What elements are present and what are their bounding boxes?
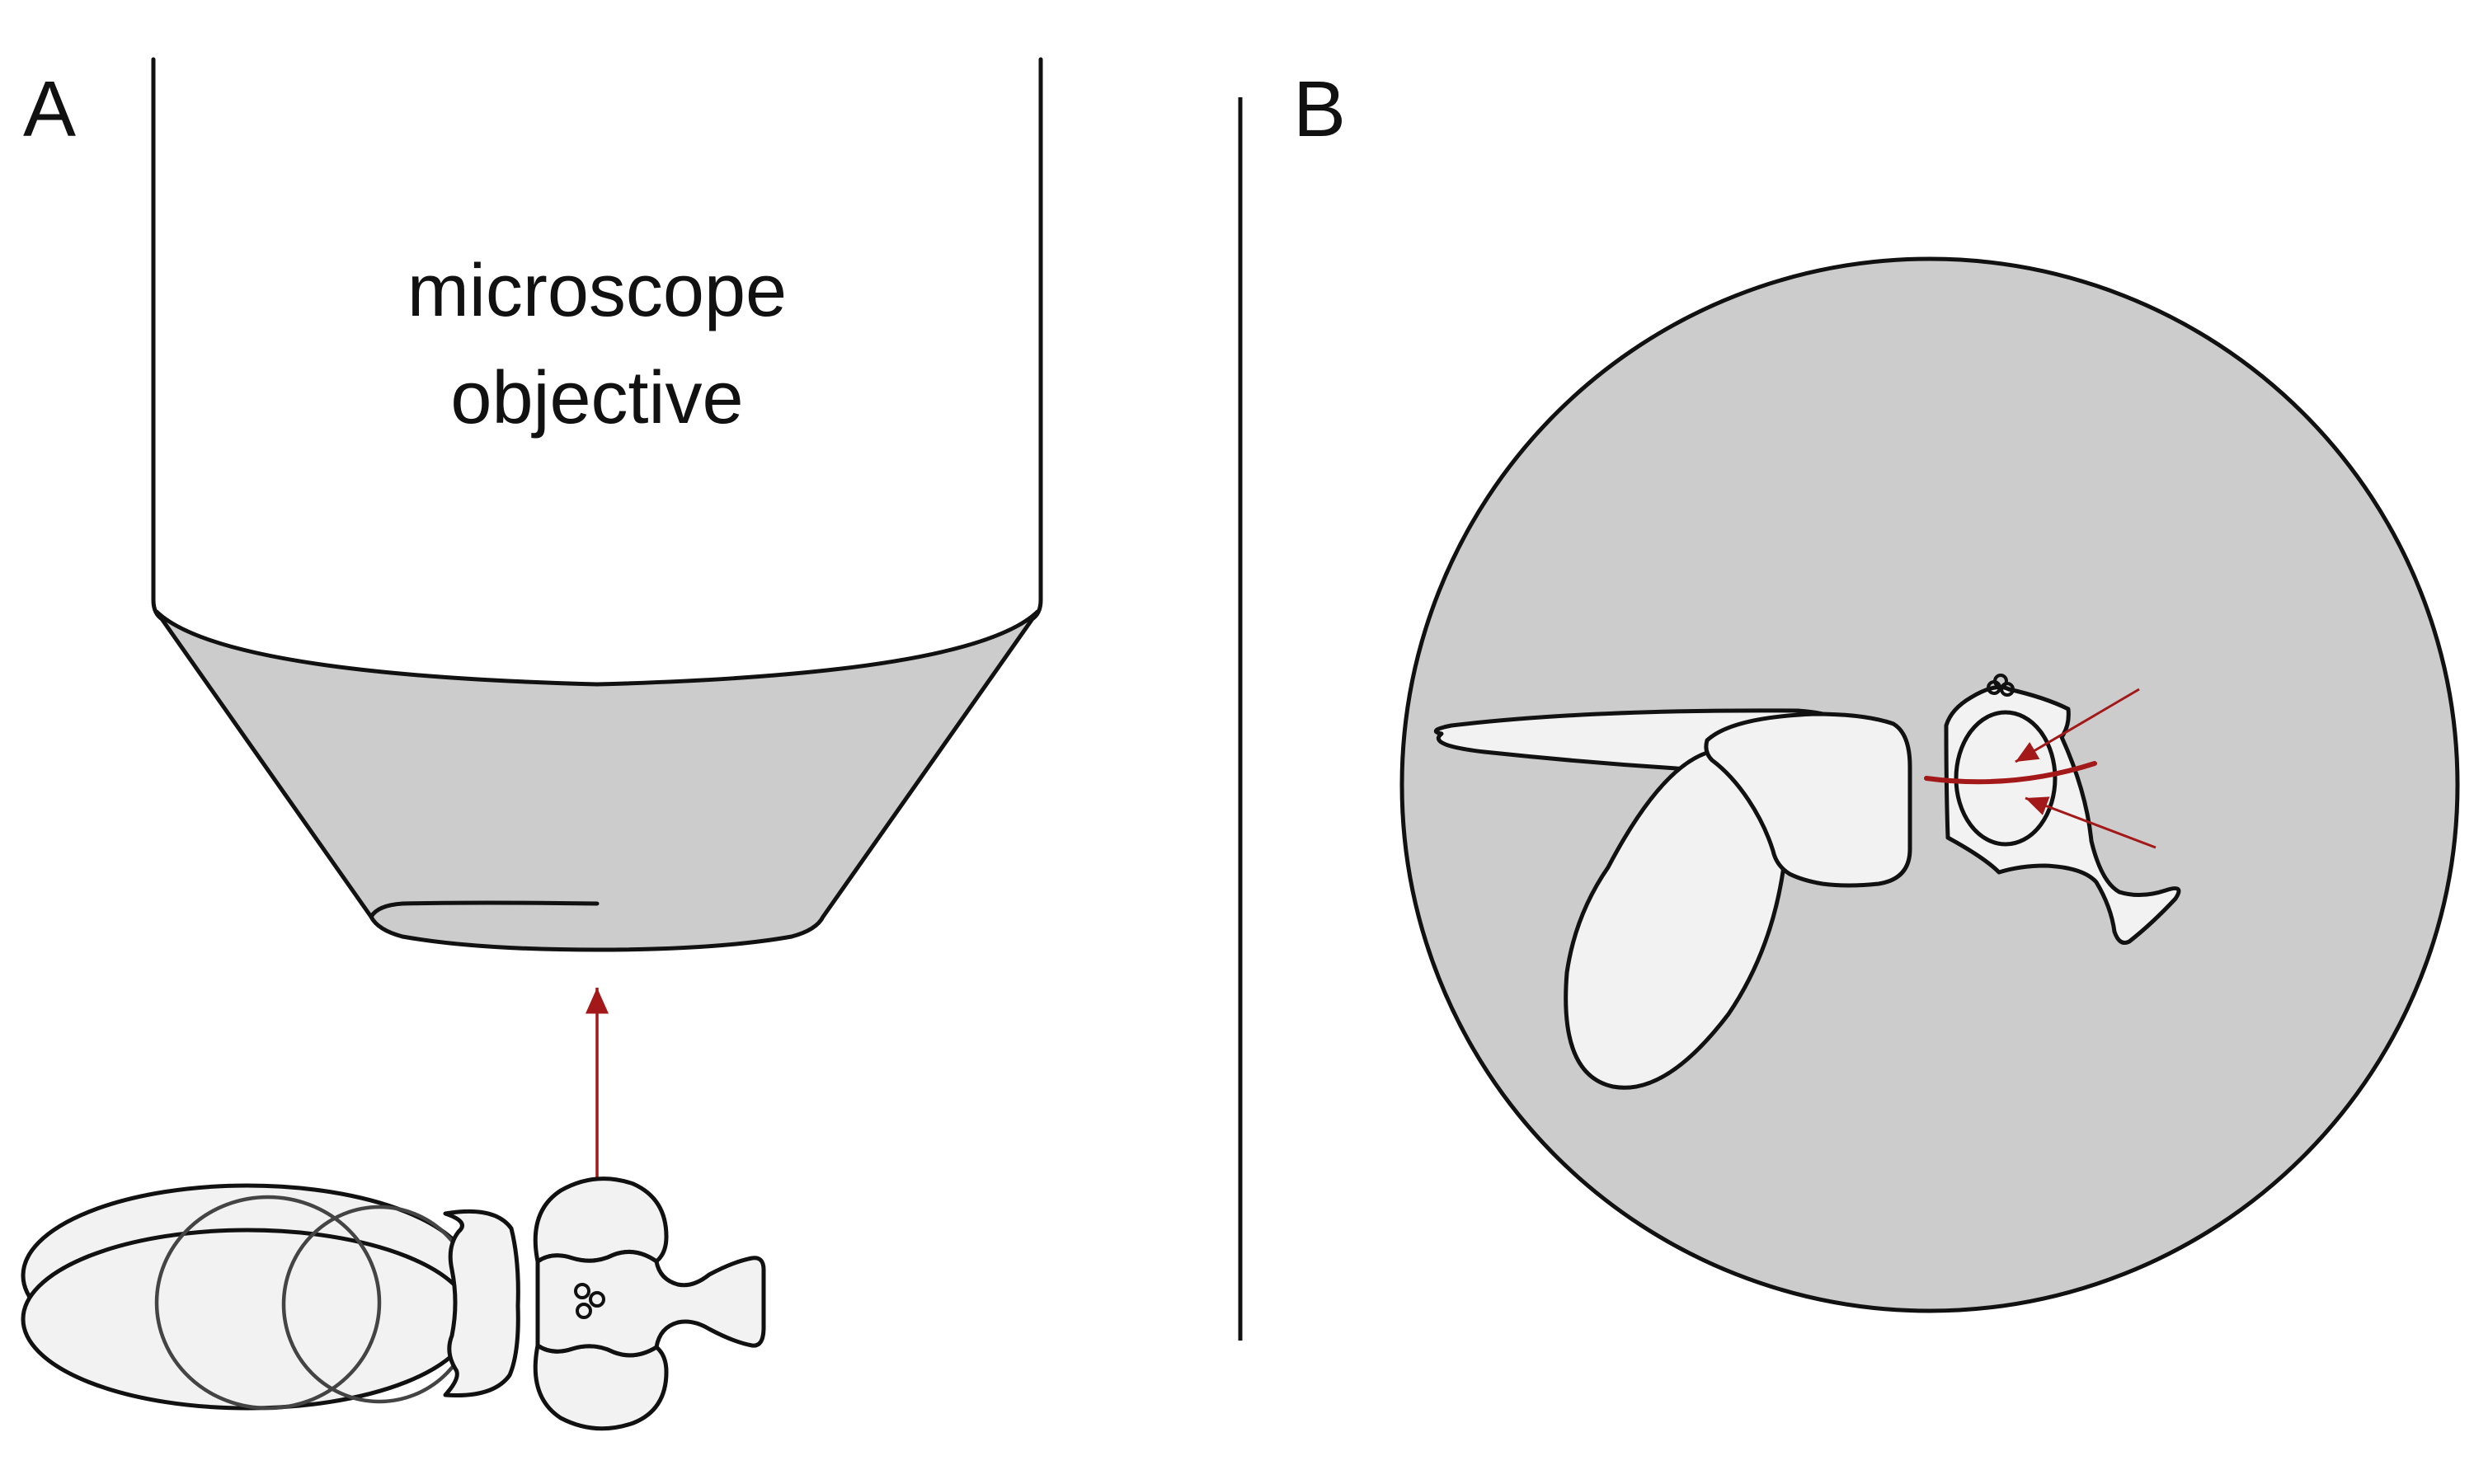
ocellus-2 <box>589 1291 605 1308</box>
cut-annotations <box>1924 688 2157 849</box>
thorax-side <box>1704 711 1912 888</box>
field-of-view <box>1399 256 2460 1313</box>
head-face <box>535 1249 766 1358</box>
objective-label-line1: microscope <box>407 250 787 332</box>
objective-lens-cone <box>154 609 1040 952</box>
wing-left-inner <box>21 1228 474 1411</box>
head-bottom-eye <box>533 1343 669 1431</box>
head-side <box>1944 685 2181 945</box>
compound-eye <box>1954 710 2058 847</box>
panel-a: A microscope objective <box>21 57 1043 1431</box>
ocellus-3 <box>576 1303 592 1319</box>
ocellus-b-3 <box>1993 674 2008 688</box>
objective-label-line2: objective <box>450 357 743 439</box>
pointer-arrow-lower <box>2025 796 2157 849</box>
ocellus-1 <box>574 1283 590 1299</box>
pointer-arrow-upper <box>2015 688 2140 763</box>
panel-b-label: B <box>1293 65 1346 153</box>
fly-specimen-lateral <box>1433 674 2181 1090</box>
objective-barrel <box>151 57 1043 622</box>
panel-b: B <box>1293 65 2460 1313</box>
panel-a-label: A <box>23 65 76 153</box>
fly-specimen-dorsal <box>21 1176 766 1431</box>
objective-lens-rim <box>369 900 600 919</box>
head-top-eye <box>533 1176 669 1264</box>
microscope-objective: microscope objective <box>151 57 1043 952</box>
thorax <box>443 1209 520 1397</box>
abdomen-segment-1 <box>154 1195 382 1411</box>
cut-line <box>1924 761 2097 785</box>
